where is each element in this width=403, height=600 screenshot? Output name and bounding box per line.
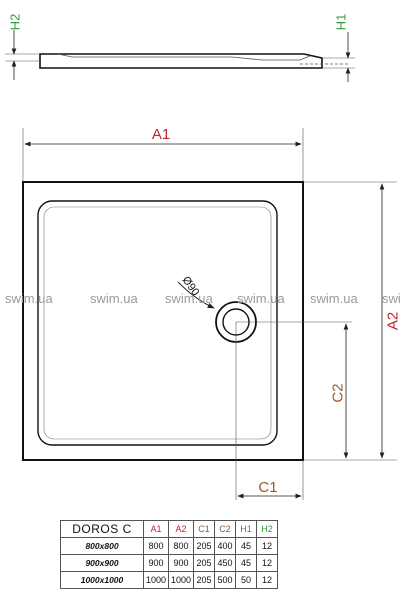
watermark-row: swim.ua swim.ua swim.ua swim.ua swim.ua … [5, 291, 401, 306]
h1-label: H1 [334, 14, 349, 31]
drain-leader-arrow [177, 281, 215, 309]
value-cell: 12 [256, 554, 279, 572]
a1-label: A1 [152, 126, 170, 143]
table-row: 800x800 800 800 205 400 45 12 [60, 537, 279, 555]
side-profile-view: H2 H1 [5, 14, 355, 82]
size-cell: 1000x1000 [60, 571, 144, 589]
c2-label: C2 [330, 383, 347, 402]
value-cell: 12 [256, 571, 279, 589]
watermark-text: swim.ua [237, 291, 285, 306]
column-header-h1: H1 [235, 520, 258, 538]
value-cell: 1000 [168, 571, 195, 589]
watermark-text: swim.ua [165, 291, 213, 306]
a2-label: A2 [385, 312, 402, 330]
value-cell: 900 [142, 554, 170, 572]
value-cell: 45 [235, 554, 258, 572]
value-cell: 500 [214, 571, 237, 589]
value-cell: 900 [168, 554, 195, 572]
c1-label: C1 [258, 479, 277, 496]
watermark-text: swi [382, 291, 401, 306]
value-cell: 45 [235, 537, 258, 555]
value-cell: 205 [193, 571, 216, 589]
tray-profile-outline [39, 53, 323, 69]
dimensions-table: DOROS C A1 A2 C1 C2 H1 H2 800x800 800 80… [60, 520, 279, 589]
watermark-text: swim.ua [310, 291, 358, 306]
column-header-h2: H2 [256, 520, 279, 538]
model-name: DOROS C [60, 520, 144, 538]
size-cell: 900x900 [60, 554, 144, 572]
column-header-c1: C1 [193, 520, 216, 538]
watermark-text: swim.ua [90, 291, 138, 306]
tray-profile-inner [57, 53, 311, 61]
value-cell: 450 [214, 554, 237, 572]
value-cell: 205 [193, 554, 216, 572]
column-header-c2: C2 [214, 520, 237, 538]
value-cell: 800 [142, 537, 170, 555]
column-header-a1: A1 [142, 520, 170, 538]
table-header-row: DOROS C A1 A2 C1 C2 H1 H2 [60, 520, 279, 538]
table-row: 900x900 900 900 205 450 45 12 [60, 554, 279, 572]
watermark-text: swim.ua [5, 291, 53, 306]
value-cell: 12 [256, 537, 279, 555]
top-plan-view: A1 A2 Ø90 C2 C1 swim.ua swim.ua swim.ua … [5, 126, 402, 500]
value-cell: 205 [193, 537, 216, 555]
table-row: 1000x1000 1000 1000 205 500 50 12 [60, 571, 279, 589]
value-cell: 50 [235, 571, 258, 589]
value-cell: 800 [168, 537, 195, 555]
tray-outer-rim [22, 181, 304, 461]
tray-inner-basin [37, 200, 278, 446]
h2-label: H2 [8, 14, 23, 31]
value-cell: 1000 [142, 571, 170, 589]
value-cell: 400 [214, 537, 237, 555]
column-header-a2: A2 [168, 520, 195, 538]
size-cell: 800x800 [60, 537, 144, 555]
